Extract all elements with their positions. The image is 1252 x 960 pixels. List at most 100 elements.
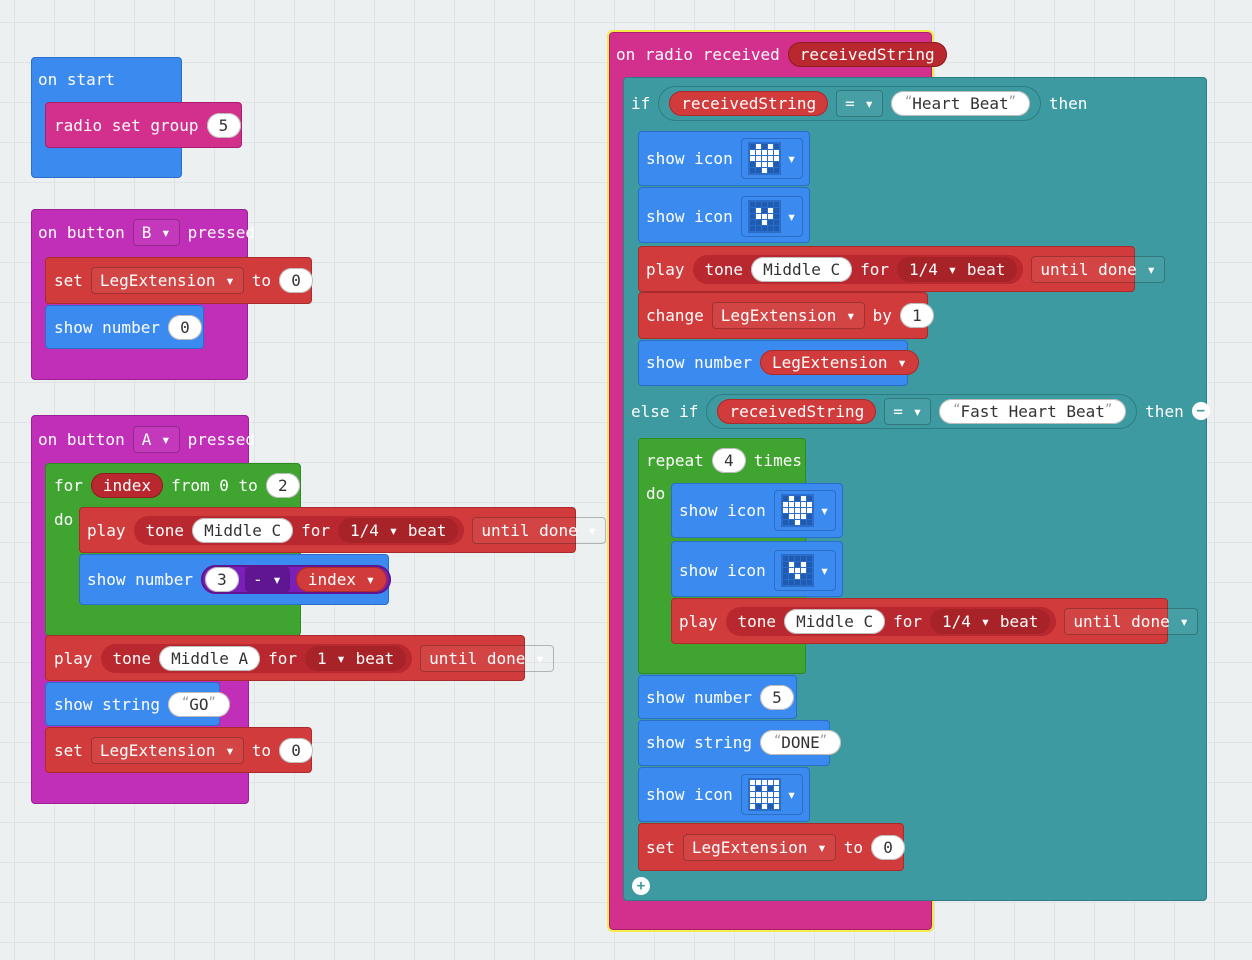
compare-expression[interactable]: receivedString = Fast Heart Beat bbox=[706, 393, 1138, 429]
do-label: do bbox=[54, 509, 74, 529]
beat-expression[interactable]: 1 beat bbox=[305, 645, 407, 671]
play-label: play bbox=[87, 520, 126, 540]
note-picker[interactable]: Middle A bbox=[159, 645, 261, 671]
add-else-icon[interactable]: + bbox=[632, 877, 650, 895]
repeat-count-input[interactable]: 4 bbox=[711, 447, 746, 473]
change-label: change bbox=[646, 305, 704, 325]
variable-dropdown[interactable]: LegExtension bbox=[90, 266, 244, 294]
change-by-input[interactable]: 1 bbox=[899, 302, 934, 328]
if-label: if bbox=[631, 93, 651, 113]
received-string-variable[interactable]: receivedString bbox=[669, 90, 829, 116]
beat-expression[interactable]: 1/4 beat bbox=[338, 517, 459, 543]
compare-expression[interactable]: receivedString = Heart Beat bbox=[658, 85, 1041, 121]
do-label: do bbox=[646, 483, 666, 503]
beat-fraction-dropdown[interactable]: 1 bbox=[317, 649, 346, 668]
pressed-label: pressed bbox=[187, 429, 256, 449]
note-picker[interactable]: Middle C bbox=[192, 517, 294, 543]
until-done-dropdown[interactable]: until done bbox=[472, 516, 606, 544]
beat-fraction-dropdown[interactable]: 1/4 bbox=[909, 260, 957, 279]
variable-dropdown[interactable]: LegExtension bbox=[711, 301, 865, 329]
show-number-input[interactable]: 5 bbox=[759, 684, 794, 710]
note-picker[interactable]: Middle C bbox=[784, 608, 886, 634]
for-label: for bbox=[268, 648, 298, 668]
variable-dropdown[interactable]: LegExtension bbox=[90, 736, 244, 764]
tone-label: tone bbox=[145, 520, 185, 540]
small-heart-icon bbox=[747, 199, 781, 233]
else-if-label: else if bbox=[631, 401, 699, 421]
show-number-label: show number bbox=[646, 352, 752, 372]
until-done-dropdown[interactable]: until done bbox=[420, 644, 554, 672]
set-value-input[interactable]: 0 bbox=[279, 267, 314, 293]
beat-label: beat bbox=[966, 259, 1006, 279]
compare-operator-dropdown[interactable]: = bbox=[884, 397, 932, 425]
compare-string-input[interactable]: Fast Heart Beat bbox=[939, 398, 1127, 424]
for-label: for bbox=[860, 259, 890, 279]
set-value-input[interactable]: 0 bbox=[279, 737, 314, 763]
play-label: play bbox=[646, 259, 685, 279]
ghost-icon bbox=[747, 777, 781, 811]
received-string-param[interactable]: receivedString bbox=[787, 41, 947, 67]
beat-label: beat bbox=[999, 611, 1039, 631]
on-start-header: on start bbox=[38, 64, 115, 94]
show-icon-label: show icon bbox=[646, 784, 733, 804]
compare-operator-dropdown[interactable]: = bbox=[836, 89, 884, 117]
times-label: times bbox=[753, 450, 802, 470]
until-done-dropdown[interactable]: until done bbox=[1031, 255, 1165, 283]
then-label: then bbox=[1048, 93, 1088, 113]
tone-label: tone bbox=[112, 648, 152, 668]
on-button-label: on button bbox=[38, 429, 125, 449]
show-number-label: show number bbox=[646, 687, 752, 707]
button-b-dropdown[interactable]: B bbox=[132, 218, 180, 246]
show-icon-label: show icon bbox=[646, 206, 733, 226]
radio-group-number-input[interactable]: 5 bbox=[206, 112, 241, 138]
show-icon-label: show icon bbox=[646, 148, 733, 168]
small-heart-icon bbox=[780, 553, 814, 587]
tone-label: tone bbox=[737, 611, 777, 631]
string-input[interactable]: DONE bbox=[759, 729, 841, 755]
set-value-input[interactable]: 0 bbox=[871, 834, 906, 860]
index-variable[interactable]: index bbox=[295, 566, 388, 592]
beat-label: beat bbox=[355, 648, 395, 668]
beat-fraction-dropdown[interactable]: 1/4 bbox=[942, 612, 990, 631]
from-to-label: from 0 to bbox=[171, 475, 258, 495]
on-button-label: on button bbox=[38, 222, 125, 242]
variable-dropdown[interactable]: LegExtension bbox=[682, 833, 836, 861]
tone-expression: tone Middle C for 1/4 beat bbox=[133, 515, 465, 545]
show-string-label: show string bbox=[646, 732, 752, 752]
to-label: to bbox=[251, 270, 272, 290]
until-done-dropdown[interactable]: until done bbox=[1064, 607, 1198, 635]
remove-else-if-icon[interactable]: − bbox=[1191, 402, 1210, 420]
for-label: for bbox=[301, 520, 331, 540]
show-number-input[interactable]: 0 bbox=[167, 314, 202, 340]
set-label: set bbox=[646, 837, 675, 857]
pressed-label: pressed bbox=[187, 222, 256, 242]
legextension-variable[interactable]: LegExtension bbox=[759, 349, 919, 375]
for-to-input[interactable]: 2 bbox=[265, 472, 300, 498]
beat-fraction-dropdown[interactable]: 1/4 bbox=[350, 521, 398, 540]
string-input[interactable]: GO bbox=[167, 691, 230, 717]
set-label: set bbox=[54, 740, 83, 760]
icon-picker[interactable] bbox=[740, 195, 804, 237]
button-a-dropdown[interactable]: A bbox=[132, 425, 180, 453]
icon-picker[interactable] bbox=[773, 489, 837, 531]
icon-picker[interactable] bbox=[740, 773, 804, 815]
received-string-variable[interactable]: receivedString bbox=[717, 398, 877, 424]
icon-picker[interactable] bbox=[773, 549, 837, 591]
icon-picker[interactable] bbox=[740, 137, 804, 179]
show-string-label: show string bbox=[54, 694, 160, 714]
subtract-expression[interactable]: 3 - index bbox=[200, 564, 392, 594]
math-operator-dropdown[interactable]: - bbox=[244, 566, 290, 592]
note-picker[interactable]: Middle C bbox=[751, 256, 853, 282]
compare-string-input[interactable]: Heart Beat bbox=[891, 90, 1030, 116]
beat-expression[interactable]: 1/4 beat bbox=[930, 608, 1051, 634]
show-number-label: show number bbox=[54, 317, 160, 337]
set-label: set bbox=[54, 270, 83, 290]
math-left-input[interactable]: 3 bbox=[204, 566, 239, 592]
index-variable[interactable]: index bbox=[90, 472, 164, 498]
beat-expression[interactable]: 1/4 beat bbox=[897, 256, 1018, 282]
tone-expression: tone Middle C for 1/4 beat bbox=[692, 254, 1024, 284]
show-icon-label: show icon bbox=[679, 500, 766, 520]
tone-expression: tone Middle A for 1 beat bbox=[100, 643, 413, 673]
then-label: then bbox=[1145, 401, 1184, 421]
